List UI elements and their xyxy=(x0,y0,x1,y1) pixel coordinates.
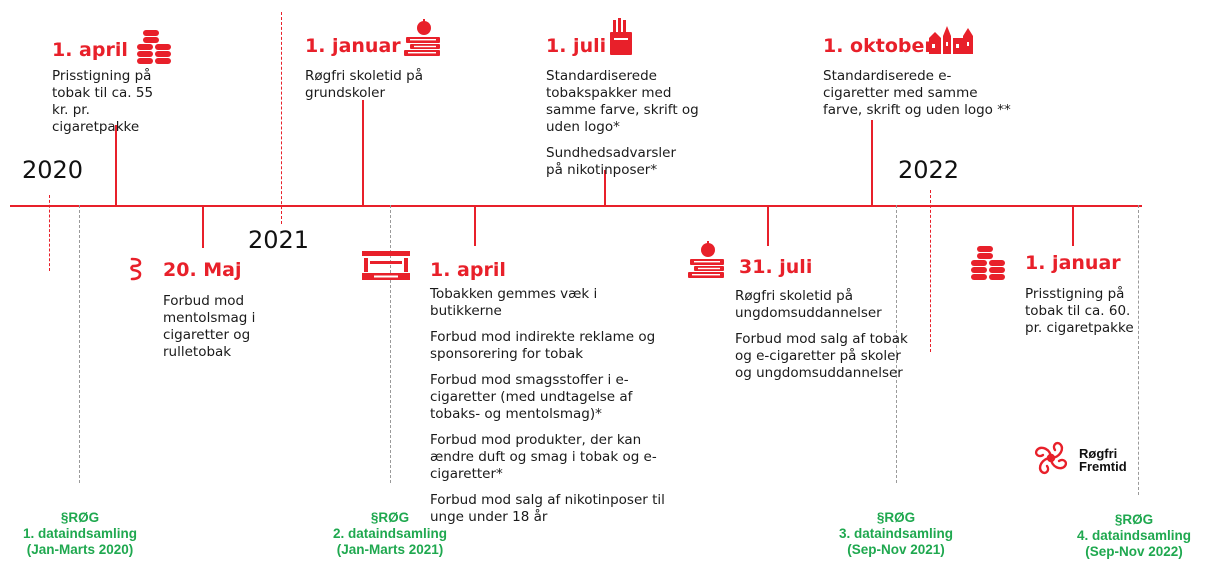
year-marker-2021 xyxy=(281,12,282,224)
event-3-text: Røgfri skoletid på grundskoler xyxy=(305,68,423,101)
year-2022: 2022 xyxy=(898,156,960,184)
event-stem-4 xyxy=(474,206,476,246)
event-4-item: Forbud mod smagsstoffer i e-cigaretter (… xyxy=(430,372,633,422)
logo-text-line2: Fremtid xyxy=(1079,459,1127,474)
event-stem-5 xyxy=(604,170,606,206)
data-collection-2: §RØG 2. dataindsamling (Jan-Marts 2021) xyxy=(310,510,470,558)
event-6-title: 31. juli xyxy=(739,256,813,278)
event-6-text: Røgfri skoletid på ungdomsuddannelser Fo… xyxy=(735,288,910,391)
coins-icon xyxy=(137,30,171,64)
event-1-title: 1. april xyxy=(52,39,128,61)
coins-icon xyxy=(971,246,1005,280)
event-stem-7 xyxy=(871,120,873,206)
data-collection-4: §RØG 4. dataindsamling (Sep-Nov 2022) xyxy=(1058,512,1210,560)
logo-text-line1: Røgfri xyxy=(1079,446,1118,461)
data-collection-period: (Jan-Marts 2021) xyxy=(336,542,444,557)
year-2021: 2021 xyxy=(248,226,310,254)
shop-counter-icon xyxy=(362,251,410,280)
event-5-text: Standardiserede tobakspakker med samme f… xyxy=(546,68,721,188)
event-6-item: Forbud mod salg af tobak og e-cigaretter… xyxy=(735,331,908,381)
data-collection-1: §RØG 1. dataindsamling (Jan-Marts 2020) xyxy=(0,510,160,558)
event-4-item: Forbud mod indirekte reklame og sponsore… xyxy=(430,329,656,362)
event-5-item: Standardiserede tobakspakker med samme f… xyxy=(546,68,699,135)
event-4-item: Forbud mod salg af nikotinposer til unge… xyxy=(430,492,665,525)
year-marker-2020 xyxy=(49,195,50,271)
books-apple-icon xyxy=(688,241,724,278)
event-8-title: 1. januar xyxy=(1025,252,1121,274)
event-5-item: Sundhedsadvarsler på nikotinposer* xyxy=(546,145,677,178)
data-collection-org: §RØG xyxy=(1114,512,1154,527)
datacollection-marker-3 xyxy=(896,205,897,483)
event-2-title: 20. Maj xyxy=(163,259,242,281)
menthol-icon xyxy=(130,257,142,281)
event-stem-2 xyxy=(202,206,204,248)
data-collection-period: (Jan-Marts 2020) xyxy=(26,542,134,557)
event-3-title: 1. januar xyxy=(305,35,401,57)
rogfri-fremtid-logo-icon xyxy=(1034,441,1068,475)
books-apple-icon xyxy=(404,19,440,56)
data-collection-period: (Sep-Nov 2021) xyxy=(847,542,945,557)
datacollection-marker-2 xyxy=(390,205,391,483)
event-4-item: Tobakken gemmes væk i butikkerne xyxy=(430,286,598,319)
event-stem-1 xyxy=(115,125,117,206)
data-collection-org: §RØG xyxy=(60,510,100,525)
datacollection-marker-1 xyxy=(79,205,80,483)
event-6-item: Røgfri skoletid på ungdomsuddannelser xyxy=(735,288,882,321)
data-collection-org: §RØG xyxy=(370,510,410,525)
event-1-text: Prisstigning på tobak til ca. 55 kr. pr.… xyxy=(52,68,154,135)
event-4-text: Tobakken gemmes væk i butikkerne Forbud … xyxy=(430,286,668,535)
data-collection-period: (Sep-Nov 2022) xyxy=(1085,544,1183,559)
datacollection-marker-4 xyxy=(1138,205,1139,495)
event-4-item: Forbud mod produkter, der kan ændre duft… xyxy=(430,432,657,482)
event-stem-6 xyxy=(767,206,769,246)
data-collection-label: 3. dataindsamling xyxy=(838,526,954,541)
event-5-title: 1. juli xyxy=(546,35,607,57)
year-marker-2022 xyxy=(930,190,931,352)
data-collection-3: §RØG 3. dataindsamling (Sep-Nov 2021) xyxy=(816,510,976,558)
year-2020: 2020 xyxy=(22,156,84,184)
event-2-text: Forbud mod mentolsmag i cigaretter og ru… xyxy=(163,293,256,360)
data-collection-label: 1. dataindsamling xyxy=(22,526,138,541)
event-stem-3 xyxy=(362,100,364,206)
cigarette-pack-icon xyxy=(610,18,632,55)
event-8-text: Prisstigning på tobak til ca. 60. pr. ci… xyxy=(1025,286,1134,336)
data-collection-org: §RØG xyxy=(876,510,916,525)
event-7-title: 1. oktober xyxy=(823,35,934,57)
town-icon xyxy=(929,26,973,54)
event-stem-8 xyxy=(1072,206,1074,246)
data-collection-label: 4. dataindsamling xyxy=(1076,528,1192,543)
event-7-text: Standardiserede e-cigaretter med samme f… xyxy=(823,68,1011,118)
timeline-axis xyxy=(10,205,1142,207)
data-collection-label: 2. dataindsamling xyxy=(332,526,448,541)
event-4-title: 1. april xyxy=(430,259,506,281)
